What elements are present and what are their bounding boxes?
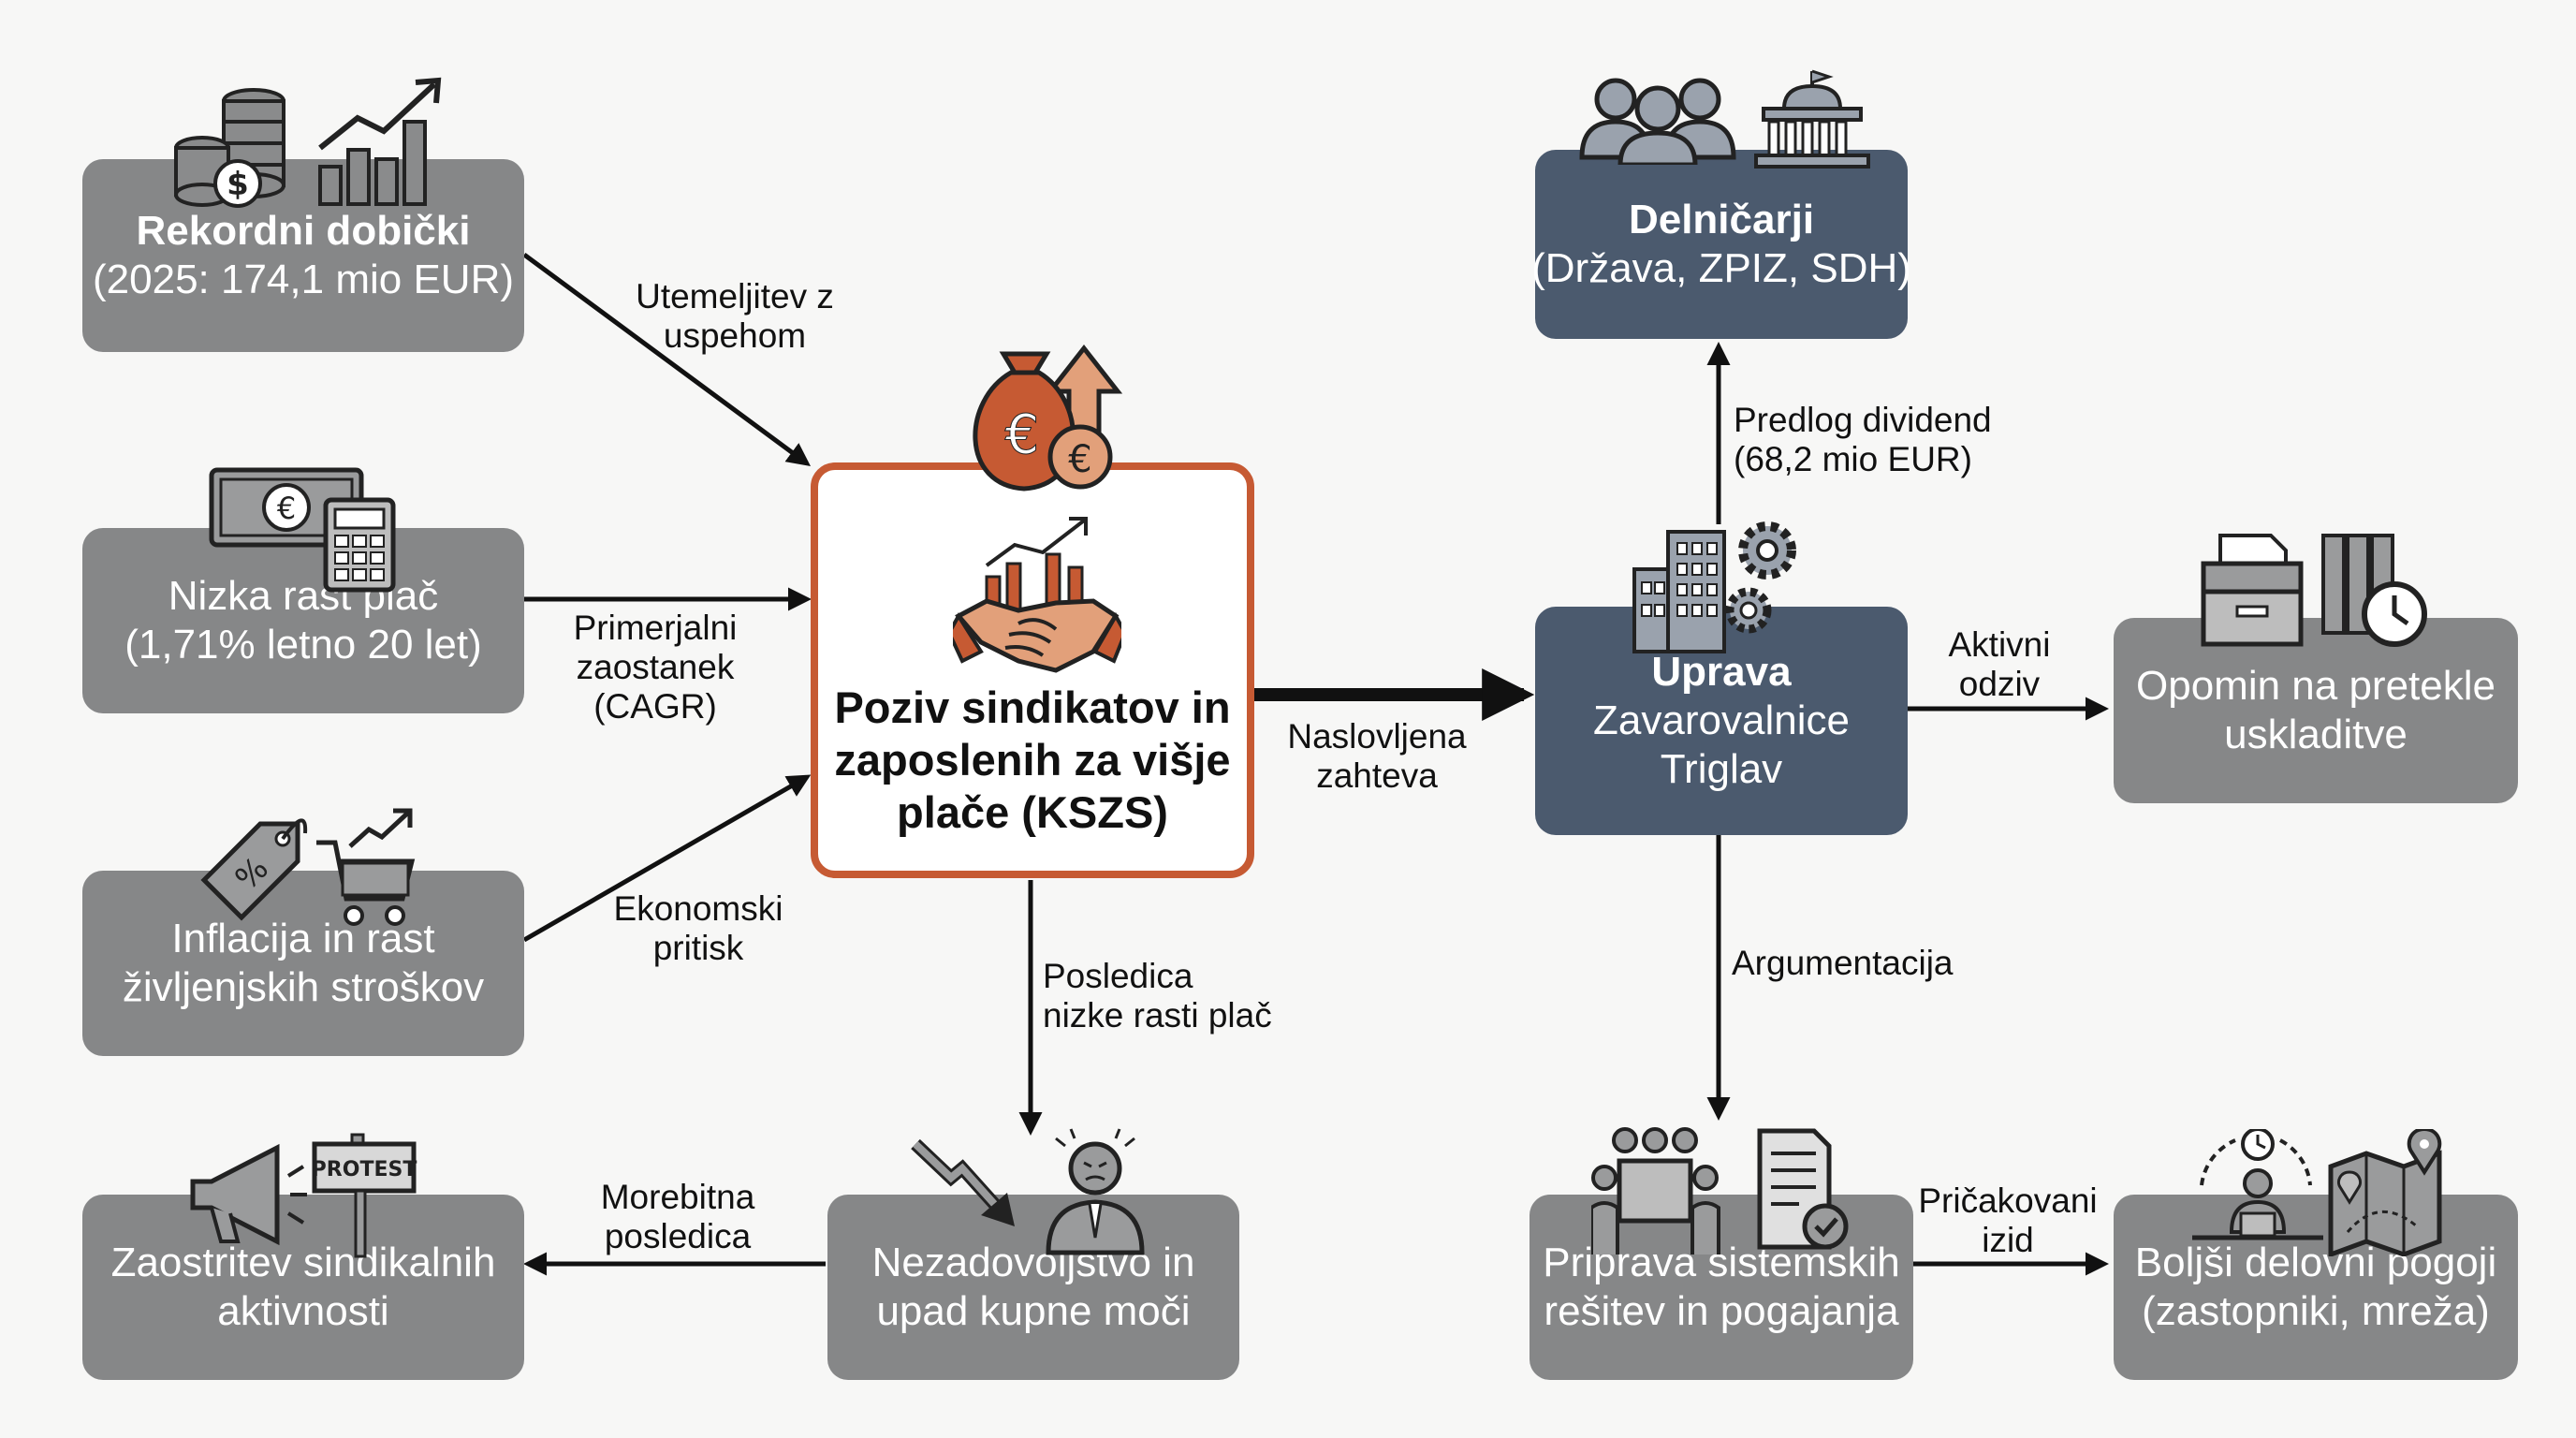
node-line-2: zaposlenih za višje — [834, 735, 1231, 785]
node-nizka-rast-plac: Nizka rast plač (1,71% letno 20 let) — [82, 528, 524, 713]
node-subtitle: življenjskih stroškov — [122, 964, 485, 1010]
handshake-growth-icon — [953, 517, 1121, 673]
node-line-3: plače (KSZS) — [897, 787, 1168, 837]
price-tag-cart-icon: % — [200, 808, 416, 926]
node-title: Boljši delovni pogoji — [2134, 1240, 2497, 1285]
node-nezadovoljstvo: Nezadovoljstvo in upad kupne moči — [827, 1195, 1239, 1380]
node-subtitle: rešitev in pogajanja — [1544, 1288, 1899, 1334]
node-priprava: Priprava sistemskih rešitev in pogajanja — [1530, 1195, 1913, 1380]
megaphone-protest-icon: PROTEST — [190, 1133, 417, 1258]
node-subtitle: (zastopniki, mreža) — [2142, 1288, 2490, 1334]
edge-label-predlog: Predlog dividend(68,2 mio EUR) — [1734, 401, 1992, 478]
node-subtitle: (2025: 174,1 mio EUR) — [93, 257, 514, 302]
node-subtitle: (1,71% letno 20 let) — [124, 622, 482, 668]
decline-stress-icon — [911, 1128, 1145, 1255]
node-subtitle: upad kupne moči — [876, 1288, 1191, 1334]
bar-chart-up-icon — [318, 77, 442, 206]
node-title: Uprava — [1651, 649, 1792, 695]
node-subtitle: uskladitve — [2224, 712, 2408, 757]
money-bag-euro-icon: € € — [973, 344, 1123, 492]
node-delnicarji: Delničarji (Država, ZPIZ, SDH) — [1531, 150, 1911, 339]
arrow-inflacija-to-center — [522, 774, 812, 943]
node-title: Delničarji — [1628, 197, 1815, 242]
agent-map-icon — [2192, 1129, 2442, 1256]
node-title: Zaostritev sindikalnih — [110, 1240, 496, 1285]
node-opomin: Opomin na pretekle uskladitve — [2114, 618, 2518, 803]
svg-text:€: € — [1068, 438, 1091, 481]
node-line-3: Triglav — [1660, 746, 1783, 792]
node-title: Opomin na pretekle — [2136, 663, 2496, 709]
node-poziv-sindikatov: Poziv sindikatov in zaposlenih za višje … — [811, 462, 1254, 878]
government-building-icon — [1754, 69, 1870, 169]
arrow-rekordni-to-center — [522, 252, 812, 466]
edge-label-argumentacija: Argumentacija — [1732, 944, 1954, 982]
node-subtitle: aktivnosti — [217, 1288, 389, 1334]
svg-text:$: $ — [227, 166, 249, 203]
node-boljsi-pogoji: Boljši delovni pogoji (zastopniki, mreža… — [2114, 1195, 2518, 1380]
negotiation-meeting-icon — [1591, 1127, 1849, 1255]
company-building-gears-icon — [1632, 521, 1796, 653]
svg-text:€: € — [277, 491, 296, 526]
node-subtitle: (Država, ZPIZ, SDH) — [1531, 245, 1911, 291]
node-zaostritev: Zaostritev sindikalnih aktivnosti — [82, 1195, 524, 1380]
shareholders-group-icon — [1579, 78, 1736, 165]
node-line-2: Zavarovalnice — [1593, 697, 1850, 743]
banknote-calculator-icon: € — [209, 467, 396, 593]
node-title: Rekordni dobički — [136, 208, 471, 254]
node-rekordni-dobicki: Rekordni dobički (2025: 174,1 mio EUR) — [82, 159, 524, 352]
svg-text:€: € — [1005, 403, 1040, 466]
archive-binders-clock-icon — [2201, 534, 2427, 647]
protest-sign-text: PROTEST — [312, 1158, 417, 1181]
node-inflacija: Inflacija in rast življenjskih stroškov — [82, 871, 524, 1056]
node-line-1: Poziv sindikatov in — [834, 682, 1231, 732]
coins-icon: $ — [174, 88, 285, 208]
